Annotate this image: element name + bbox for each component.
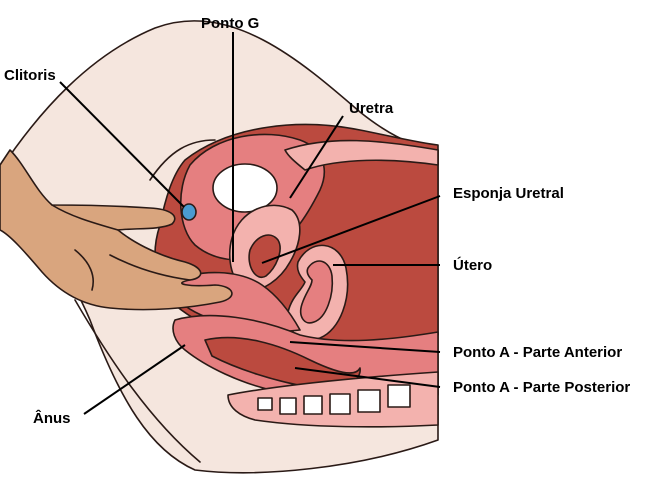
clitoris-shape: [181, 203, 197, 221]
label-anus: Ânus: [33, 409, 71, 427]
finger-crease: [51, 204, 119, 231]
rectum-inner: [204, 336, 361, 390]
buttock-contour: [74, 299, 201, 463]
knuckle-line: [74, 249, 94, 291]
finger-crease: [109, 254, 191, 281]
label-utero: Útero: [453, 256, 492, 274]
pubic-bone: [212, 163, 278, 213]
leader-clitoris: [59, 81, 185, 208]
vulva-contour: [149, 139, 216, 181]
coccyx-vertebrae: [257, 384, 411, 415]
leader-esponja-uretral: [261, 195, 441, 264]
urethral-sponge-inner: [248, 234, 281, 279]
label-uretra: Uretra: [349, 100, 394, 117]
label-ponto-a-anterior: Ponto A - Parte Anterior: [453, 344, 622, 361]
label-clitoris: Clitoris: [4, 67, 56, 84]
leader-anus: [83, 344, 186, 415]
label-esponja-uretral: Esponja Uretral: [453, 185, 564, 202]
leader-ponto-a-anterior: [289, 341, 441, 353]
cervix-inner: [299, 260, 334, 324]
label-ponto-g: Ponto G: [201, 15, 259, 32]
label-ponto-a-posterior: Ponto A - Parte Posterior: [453, 379, 630, 396]
leader-uretra: [289, 115, 344, 199]
leader-ponto-a-posterior: [294, 367, 441, 388]
